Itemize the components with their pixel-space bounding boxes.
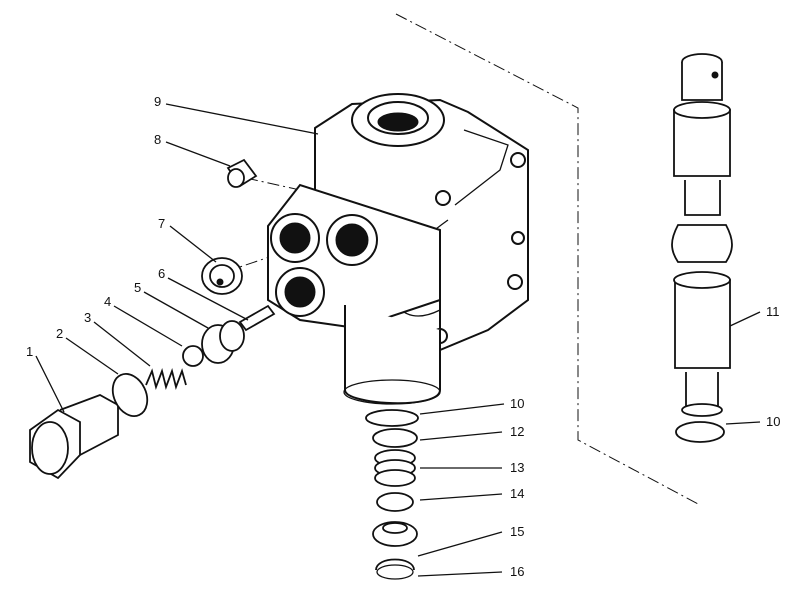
callout-1: 1	[26, 344, 33, 359]
part-6-pin	[238, 304, 276, 332]
part-4-ball	[182, 345, 204, 367]
part-8-set-screw	[226, 158, 258, 188]
callout-16: 16	[510, 564, 524, 579]
callout-3: 3	[84, 310, 91, 325]
part-3-spring	[145, 367, 187, 391]
callout-6: 6	[158, 266, 165, 281]
callout-2: 2	[56, 326, 63, 341]
valve-housing	[267, 93, 529, 405]
callout-8: 8	[154, 132, 161, 147]
part-1-plug	[29, 394, 119, 480]
callout-9: 9	[154, 94, 161, 109]
callout-12: 12	[510, 424, 524, 439]
callout-5: 5	[134, 280, 141, 295]
part-7-fitting	[201, 257, 243, 295]
part-2-o-ring	[111, 373, 149, 417]
callout-labels: 1 2 3 4 5 6 7 8 9 10 10 11 12 13 14 15 1…	[26, 94, 780, 579]
callout-11: 11	[766, 304, 780, 319]
part-11-spool	[671, 53, 733, 443]
callout-4: 4	[104, 294, 111, 309]
callout-10-spool: 10	[766, 414, 780, 429]
seal-stack	[365, 409, 419, 580]
part-5-poppet	[201, 320, 245, 364]
callout-14: 14	[510, 486, 524, 501]
callout-10-seal: 10	[510, 396, 524, 411]
callout-7: 7	[158, 216, 165, 231]
callout-13: 13	[510, 460, 524, 475]
callout-leader-lines	[35, 103, 761, 577]
callout-15: 15	[510, 524, 524, 539]
